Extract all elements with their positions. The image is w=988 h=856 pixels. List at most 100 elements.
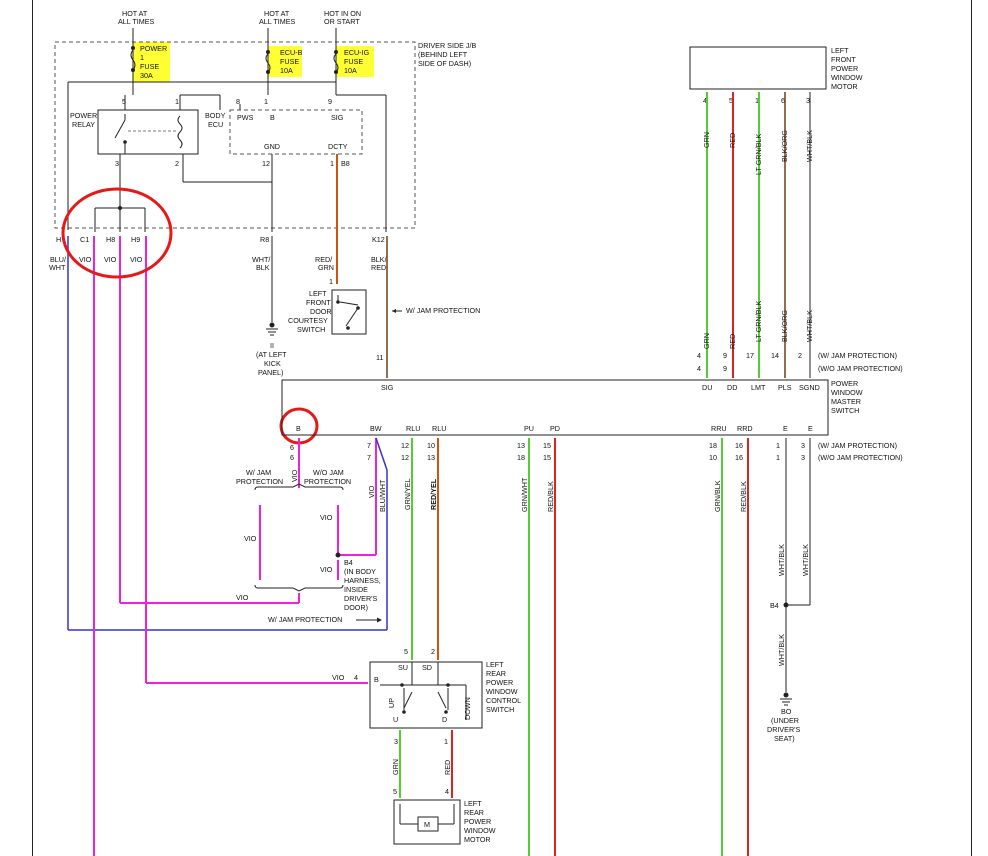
ms-pin-pd: PD <box>550 424 560 433</box>
pin-1c: 1 <box>330 159 334 168</box>
msn-pd-2: 15 <box>543 453 551 462</box>
rear-sw-u: U <box>393 715 398 724</box>
body-ecu-outline <box>229 109 363 155</box>
rear-sw-b: B <box>374 675 379 684</box>
rear-switch-box <box>369 661 483 729</box>
ecuig-fuse-icon <box>333 50 339 74</box>
jam-pin-2: 9 <box>723 351 727 360</box>
front-color-b3: LT GRN/BLK <box>754 301 763 342</box>
connector-c1: C1 <box>80 235 89 244</box>
relay-switch-icon <box>114 114 183 154</box>
power-fuse-highlight <box>133 42 170 82</box>
msn-bw-2: 7 <box>367 453 371 462</box>
rear-motor-pin4: 4 <box>445 787 449 796</box>
vio-right-bracket-1: VIO <box>320 513 333 522</box>
ecu-pin-pws: PWS <box>237 113 254 122</box>
front-nojam-label: (W/O JAM PROTECTION) <box>818 364 903 373</box>
wire-blu-wht-top: BLU/WHT <box>49 255 66 272</box>
b-pin-6a: 6 <box>290 443 294 452</box>
wire-vio-c1: VIO <box>79 255 92 264</box>
front-color-2: RED <box>728 133 737 148</box>
ecuig-fuse-highlight <box>336 46 374 77</box>
wht-blk-3: WHT/BLK <box>777 634 786 666</box>
vio-bw: VIO <box>367 485 376 498</box>
front-motor-pin-5: 3 <box>806 96 810 105</box>
connector-h9: H9 <box>131 235 140 244</box>
power-fuse-icon <box>130 46 136 72</box>
connector-k12: K12 <box>372 235 385 244</box>
rear-grn: GRN <box>391 759 400 775</box>
ms-pin-rlu: RLU <box>406 424 420 433</box>
connector-h: H <box>56 235 61 244</box>
connector-r8: R8 <box>260 235 269 244</box>
wht-blk-1: WHT/BLK <box>777 544 786 576</box>
motor-icon: M <box>399 804 455 832</box>
front-jam-label: (W/ JAM PROTECTION) <box>818 351 897 360</box>
ms-pin-sig: SIG <box>381 383 394 392</box>
wire-red-grn: RED/GRN <box>315 255 334 272</box>
ms-pin-sgnd: SGND <box>799 383 820 392</box>
b4-right: B4 <box>770 601 779 610</box>
rear-red: RED <box>443 760 452 775</box>
msn-rrd-1: 16 <box>735 441 743 450</box>
vio-bottom-bracket: VIO <box>236 593 249 602</box>
rear-sw-pin1: 1 <box>444 737 448 746</box>
door-switch-pin1: 1 <box>329 277 333 286</box>
front-color-b5: WHT/BLK <box>805 310 814 342</box>
wire-blk-red: BLK/RED <box>371 255 387 272</box>
motor-m-label: M <box>424 820 430 829</box>
msn-bw-1: 7 <box>367 441 371 450</box>
ms-pin-pls: PLS <box>778 383 792 392</box>
rear-sw-sd: SD <box>422 663 432 672</box>
msn-pu-2: 18 <box>517 453 525 462</box>
front-color-4: BLK/ORG <box>780 130 789 162</box>
ms-jam-label: (W/ JAM PROTECTION) <box>818 441 897 450</box>
wire-wht-blk-top: WHT/BLK <box>252 255 270 272</box>
ms-pin-rlu2: RLU <box>432 424 446 433</box>
vio-b: VIO <box>290 469 299 482</box>
front-motor-pin-4: 6 <box>781 96 785 105</box>
ecu-pin-b: B <box>270 113 275 122</box>
ms-pin-b: B <box>296 424 301 433</box>
diagram-frame <box>32 0 972 856</box>
grn-blk: GRN/BLK <box>713 480 722 512</box>
ms-nojam-label: (W/O JAM PROTECTION) <box>818 453 903 462</box>
blu-wht-bw: BLU/WHT <box>378 479 387 512</box>
ground-icon-bo <box>780 692 792 706</box>
msn-rlu2-2: 13 <box>427 453 435 462</box>
pin-3: 3 <box>115 159 119 168</box>
msn-pu-1: 13 <box>517 441 525 450</box>
b4-label: B4 <box>344 558 353 567</box>
wire-vio-h8: VIO <box>104 255 117 264</box>
msn-e1-1: 1 <box>776 441 780 450</box>
msn-rrd-2: 16 <box>735 453 743 462</box>
power-relay-box <box>97 109 199 155</box>
connector-h8: H8 <box>106 235 115 244</box>
front-color-3: LT GRN/BLK <box>754 134 763 175</box>
front-motor-pin-3: 1 <box>755 96 759 105</box>
rear-sw-pin4: 4 <box>354 673 358 682</box>
b-pin-6b: 6 <box>290 453 294 462</box>
rear-sw-su: SU <box>398 663 408 672</box>
red-yel: RED/YEL <box>429 478 438 510</box>
rear-sw-pin3: 3 <box>394 737 398 746</box>
pin-2: 2 <box>175 159 179 168</box>
ecub-fuse-highlight <box>268 46 302 77</box>
red-blk: RED/BLK <box>546 481 555 512</box>
front-color-b1: GRN <box>702 333 711 349</box>
ecu-pin-sig: SIG <box>331 113 344 122</box>
msn-e2-1: 3 <box>801 441 805 450</box>
pin-1b: 1 <box>264 97 268 106</box>
rear-switch-contacts-icon <box>380 662 467 720</box>
front-color-5: WHT/BLK <box>805 130 814 162</box>
